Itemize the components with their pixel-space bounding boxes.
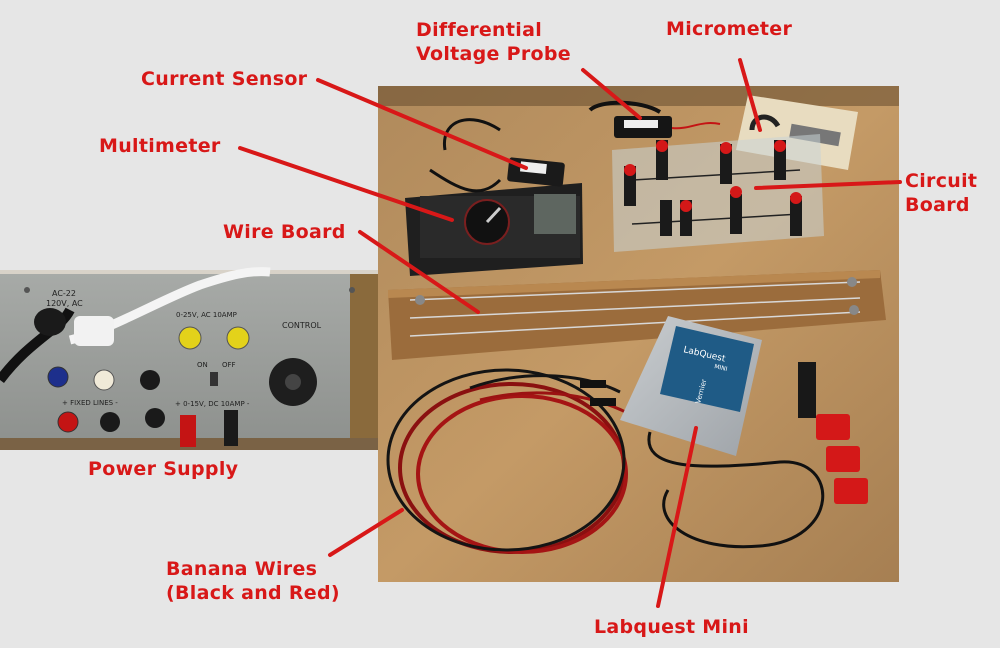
labquest-mini-photo: LabQuest MINI Vernier xyxy=(620,316,825,549)
wire-board-photo xyxy=(388,270,886,360)
red-plug-icon xyxy=(180,415,196,447)
differential-probe-label: Differential Voltage Probe xyxy=(416,19,571,65)
ps-off-text: OFF xyxy=(222,361,236,369)
multimeter-label: Multimeter xyxy=(99,135,221,157)
micrometer-label: Micrometer xyxy=(666,18,793,40)
ps-rating-text: 0-25V, AC 10AMP xyxy=(176,311,237,319)
multimeter-callout xyxy=(238,146,454,222)
red-connector-icon xyxy=(826,446,860,472)
banana-wires-label: Banana Wires (Black and Red) xyxy=(166,558,340,604)
yellow-terminal-icon xyxy=(178,326,202,350)
differential-probe-photo xyxy=(588,100,721,138)
screw-icon xyxy=(349,287,355,293)
ps-volt-text: 120V, AC xyxy=(46,299,83,308)
black-terminal-icon xyxy=(145,408,165,428)
black-plug-icon xyxy=(224,410,238,446)
current-sensor-callout xyxy=(316,78,528,170)
red-connector-icon xyxy=(816,414,850,440)
connector-strip-photo xyxy=(798,362,868,504)
black-terminal-icon xyxy=(100,412,120,432)
banana-plug-icon xyxy=(590,398,616,406)
ps-dc-text: + 0-15V, DC 10AMP - xyxy=(175,400,250,408)
labquest-callout xyxy=(656,426,698,608)
wire-board-label: Wire Board xyxy=(223,221,346,243)
screw-icon xyxy=(849,305,859,315)
banana-wires-photo xyxy=(386,368,641,554)
red-post-icon xyxy=(790,196,802,236)
banana-plug-icon xyxy=(580,380,606,388)
circuit-board-photo xyxy=(612,134,824,252)
lab-table-photo: LabQuest MINI Vernier xyxy=(378,86,899,582)
ps-control-text: CONTROL xyxy=(282,321,322,330)
yellow-terminal-icon xyxy=(226,326,250,350)
red-connector-icon xyxy=(834,478,868,504)
wire-board-callout xyxy=(358,230,480,314)
screw-icon xyxy=(415,295,425,305)
screw-icon xyxy=(847,277,857,287)
callout-lines xyxy=(238,58,902,608)
circuit-board-label: Circuit Board xyxy=(905,170,978,216)
ps-on-text: ON xyxy=(197,361,208,369)
red-post-icon xyxy=(720,144,732,184)
black-terminal-icon xyxy=(140,370,160,390)
ps-fixed-text: + FIXED LINES - xyxy=(62,399,118,407)
ps-model-text: AC-22 xyxy=(52,289,76,298)
power-supply-photo: AC-22 120V, AC 0-25V, AC 10AMP CONTROL O… xyxy=(0,267,380,450)
red-post-icon xyxy=(660,200,672,236)
banana-wires-callout xyxy=(328,508,404,557)
current-sensor-label: Current Sensor xyxy=(141,68,308,90)
red-post-icon xyxy=(624,166,636,206)
micrometer-callout xyxy=(738,58,762,132)
blue-terminal-icon xyxy=(47,366,69,388)
power-cord-icon xyxy=(0,267,271,384)
circuit-board-callout xyxy=(754,180,902,190)
labquest-mini-label: Labquest Mini xyxy=(594,616,749,638)
white-terminal-icon xyxy=(93,369,115,391)
toggle-switch-icon xyxy=(210,372,218,386)
red-post-icon xyxy=(730,194,742,234)
red-terminal-icon xyxy=(57,411,79,433)
knob-center-icon xyxy=(285,374,301,390)
labquest-sub-text: MINI xyxy=(714,363,729,373)
multimeter-photo xyxy=(405,183,583,276)
differential-probe-callout xyxy=(581,68,642,120)
screw-icon xyxy=(24,287,30,293)
power-supply-label: Power Supply xyxy=(88,458,239,480)
